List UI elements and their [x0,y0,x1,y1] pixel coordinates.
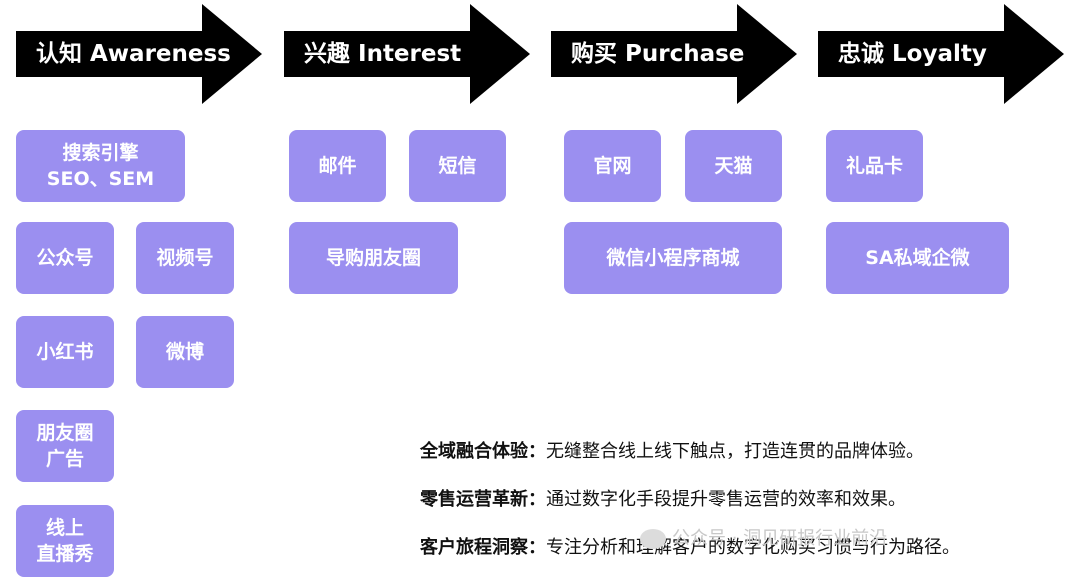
watermark: 公众号 · 洞见研报行业前沿 [640,524,887,550]
stage-arrow-purchase: 购买 Purchase [551,4,797,104]
stage-label: 忠诚 Loyalty [838,41,987,67]
notes-list: 全域融合体验：无缝整合线上线下触点，打造连贯的品牌体验。 零售运营革新：通过数字… [420,436,1070,580]
stage-label: 认知 Awareness [36,41,231,67]
arrow-shape [818,4,1064,104]
channel-xiaohongshu: 小红书 [16,316,114,388]
arrow-shape [551,4,797,104]
note-key: 全域融合体验： [420,441,546,462]
channel-moments-ads: 朋友圈 广告 [16,410,114,482]
note-retail-ops: 零售运营革新：通过数字化手段提升零售运营的效率和效果。 [420,484,1070,532]
stage-arrow-awareness: 认知 Awareness [16,4,262,104]
stage-arrow-interest: 兴趣 Interest [284,4,530,104]
stage-label: 兴趣 Interest [304,41,462,67]
arrow-shape [16,4,262,104]
channel-sa-private-wecom: SA私域企微 [826,222,1009,294]
note-omnichannel: 全域融合体验：无缝整合线上线下触点，打造连贯的品牌体验。 [420,436,1070,484]
channel-weibo: 微博 [136,316,234,388]
channel-guide-moments: 导购朋友圈 [289,222,458,294]
stage-label: 购买 Purchase [571,41,745,67]
note-key: 零售运营革新： [420,489,546,510]
watermark-text: 公众号 · 洞见研报行业前沿 [672,528,888,549]
channel-official-account: 公众号 [16,222,114,294]
channel-email: 邮件 [289,130,386,202]
note-text: 通过数字化手段提升零售运营的效率和效果。 [546,489,906,510]
channel-search-engine: 搜索引擎 SEO、SEM [16,130,185,202]
arrow-shape [284,4,530,104]
note-key: 客户旅程洞察： [420,537,546,558]
channel-mini-program-mall: 微信小程序商城 [564,222,782,294]
channel-official-site: 官网 [564,130,661,202]
wechat-icon [640,529,666,549]
channel-live-show: 线上 直播秀 [16,505,114,577]
channel-video-account: 视频号 [136,222,234,294]
channel-sms: 短信 [409,130,506,202]
channel-gift-card: 礼品卡 [826,130,923,202]
note-text: 无缝整合线上线下触点，打造连贯的品牌体验。 [546,441,924,462]
channel-tmall: 天猫 [685,130,782,202]
stage-arrow-loyalty: 忠诚 Loyalty [818,4,1064,104]
